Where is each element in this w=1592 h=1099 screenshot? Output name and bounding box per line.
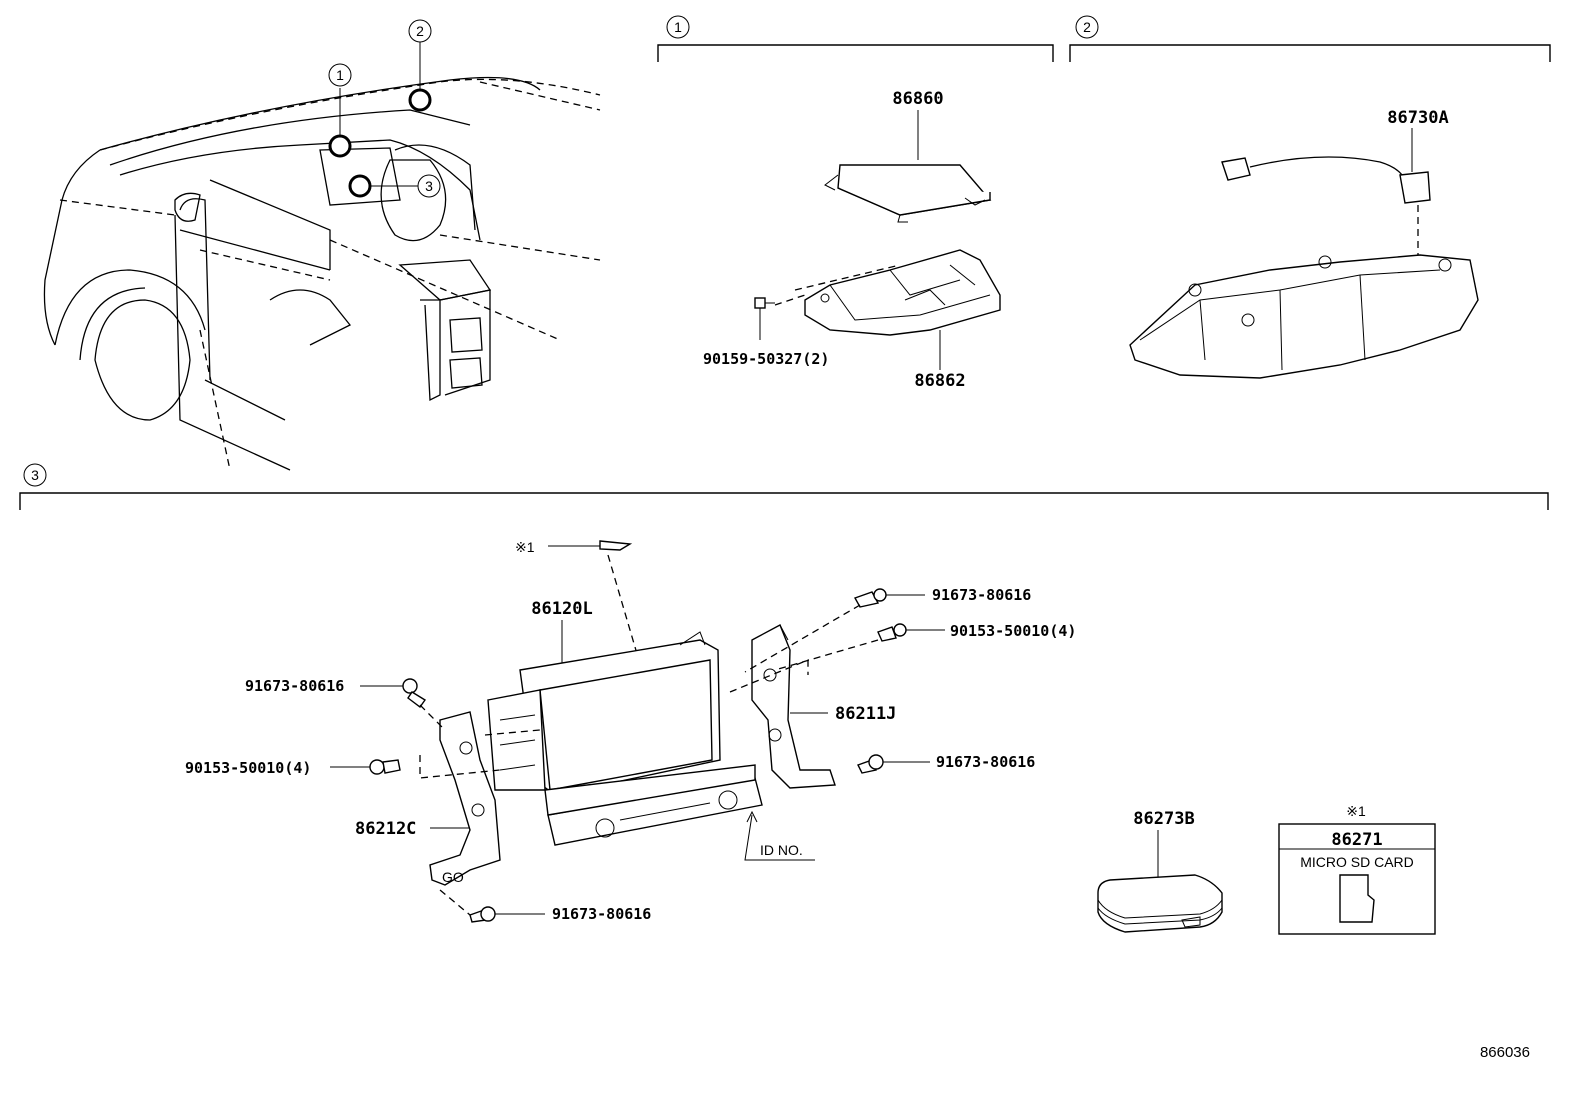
section-3: 3 ※1 86120L [19, 463, 1549, 935]
bolt-left-drawing [369, 759, 401, 775]
part-number-90159-50327[interactable]: 90159-50327(2) [703, 350, 829, 368]
part-number-86273B[interactable]: 86273B [1133, 809, 1194, 829]
harness-drawing [1221, 156, 1431, 204]
micro-sd-card-label: MICRO SD CARD [1300, 854, 1414, 870]
screw-top-right-drawing [853, 588, 887, 608]
figure-code: 866036 [1480, 1044, 1530, 1061]
section-2-callout-circle [1075, 15, 1099, 39]
car-interior-overview: 1 2 3 [43, 19, 601, 471]
callout-1-number: 1 [336, 67, 344, 83]
callout-1-circle [328, 63, 352, 87]
part-number-86862[interactable]: 86862 [914, 371, 965, 391]
bolt-90159-50327-drawing [754, 297, 775, 309]
section-2-bracket-line [1069, 44, 1551, 62]
part-number-86120L[interactable]: 86120L [531, 599, 592, 619]
section-2-callout-number: 2 [1083, 19, 1091, 35]
part-number-91673-80616-right-lower[interactable]: 91673-80616 [936, 753, 1035, 771]
section-1-callout-number: 1 [674, 19, 682, 35]
section-3-callout-circle [23, 463, 47, 487]
location-1-marker [328, 134, 352, 158]
section-1-callout-circle [666, 15, 690, 39]
bolt-right-drawing [877, 623, 907, 642]
location-3-marker [348, 174, 372, 198]
left-bracket-marking: GO [442, 869, 464, 885]
callout-3-circle [417, 174, 441, 198]
section-1: 1 86860 90159-50327(2) [657, 15, 1054, 391]
micro-sd-card-box[interactable]: 86271 MICRO SD CARD [1278, 823, 1436, 935]
screw-bottom-drawing [469, 906, 496, 923]
section-1-bracket-line [657, 44, 1054, 62]
callout-2-circle [408, 19, 432, 43]
id-number-label: ID NO. [760, 842, 803, 858]
section-3-bracket-line [19, 492, 1549, 510]
part-number-91673-80616-top[interactable]: 91673-80616 [932, 586, 1031, 604]
head-unit-drawing [487, 631, 763, 846]
left-bracket-drawing: GO [429, 711, 501, 886]
ecu-bracket-drawing [804, 249, 1001, 336]
callout-3-number: 3 [425, 178, 433, 194]
part-number-86730A[interactable]: 86730A [1387, 108, 1448, 128]
part-number-86271: 86271 [1331, 830, 1382, 850]
airbag-ecu-drawing [824, 164, 992, 223]
screw-right-lower-drawing [857, 754, 884, 774]
part-number-86212C[interactable]: 86212C [355, 819, 416, 839]
part-number-86211J[interactable]: 86211J [835, 704, 896, 724]
card-note-mark: ※1 [1346, 803, 1366, 819]
section-3-callout-number: 3 [31, 467, 39, 483]
micro-sd-card-icon [1339, 874, 1375, 923]
sd-card-pointer-icon [599, 540, 633, 551]
sd-card-cover-drawing [1097, 874, 1223, 933]
screw-left-top-drawing [402, 678, 427, 708]
part-number-90153-50010-right[interactable]: 90153-50010(4) [950, 622, 1076, 640]
callout-2-number: 2 [416, 23, 424, 39]
part-number-91673-80616-bottom[interactable]: 91673-80616 [552, 905, 651, 923]
part-number-86860[interactable]: 86860 [892, 89, 943, 109]
part-number-91673-80616-left[interactable]: 91673-80616 [245, 677, 344, 695]
location-2-marker [408, 88, 432, 112]
note-mark-1: ※1 [515, 539, 535, 555]
part-number-90153-50010-left[interactable]: 90153-50010(4) [185, 759, 311, 777]
section-2: 2 86730A [1069, 15, 1551, 379]
overhead-console-drawing [1129, 254, 1479, 379]
right-bracket-drawing [751, 624, 836, 789]
